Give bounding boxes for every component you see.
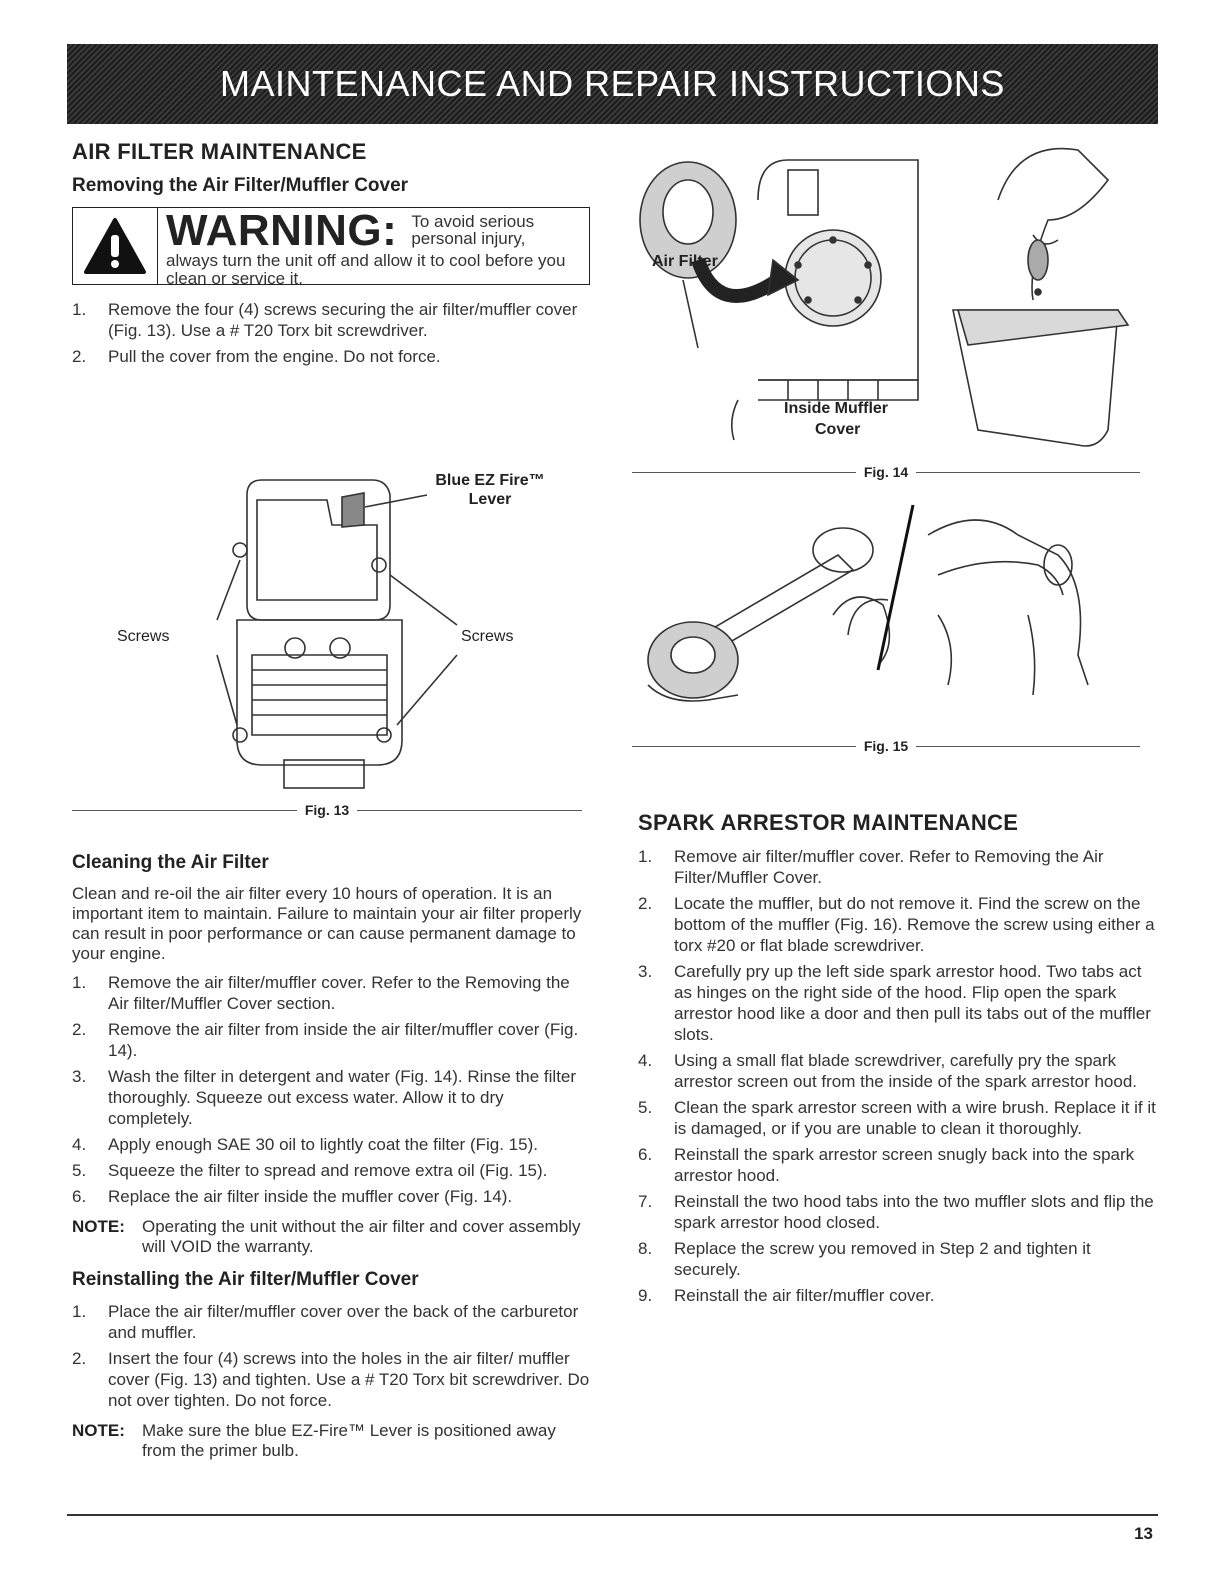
reinstalling-note: NOTE: Make sure the blue EZ-Fire™ Lever … [72, 1421, 556, 1460]
fig14-caption: Fig. 14 [632, 464, 1141, 480]
reinstalling-heading: Reinstalling the Air filter/Muffler Cove… [72, 1269, 419, 1290]
spark-steps: 1.Remove air filter/muffler cover. Refer… [638, 846, 1158, 1306]
list-item: 1.Remove the four (4) screws securing th… [72, 300, 578, 340]
cleaning-intro: Clean and re-oil the air filter every 10… [72, 884, 582, 963]
list-item: 7.Reinstall the two hood tabs into the t… [638, 1192, 1154, 1232]
list-item: 3.Carefully pry up the left side spark a… [638, 962, 1151, 1044]
list-item: 3.Wash the filter in detergent and water… [72, 1067, 577, 1128]
fig14-label-air-filter: Air Filter [652, 253, 718, 270]
warning-triangle-icon [73, 208, 158, 284]
list-item: 2.Insert the four (4) screws into the ho… [72, 1349, 590, 1410]
cleaning-note: NOTE: Operating the unit without the air… [72, 1217, 581, 1256]
fig13-illustration [72, 455, 590, 795]
right-column: SPARK ARRESTOR MAINTENANCE 1.Remove air … [638, 810, 1158, 1316]
list-item: 2.Pull the cover from the engine. Do not… [72, 347, 441, 366]
fig14-label-inside-muffler: Inside Muffler [784, 400, 889, 417]
list-item: 1.Place the air filter/muffler cover ove… [72, 1302, 579, 1342]
air-filter-heading: AIR FILTER MAINTENANCE [72, 139, 367, 164]
list-item: 6.Reinstall the spark arrestor screen sn… [638, 1145, 1135, 1185]
list-item: 4.Apply enough SAE 30 oil to lightly coa… [72, 1135, 538, 1154]
fig14-illustration [638, 140, 1158, 460]
warning-text: WARNING: To avoid serious personal injur… [158, 206, 589, 288]
list-item: 2.Remove the air filter from inside the … [72, 1020, 579, 1060]
left-column: AIR FILTER MAINTENANCE Removing the Air … [72, 139, 590, 377]
warning-side-text: To avoid serious personal injury, [411, 212, 535, 248]
page-number: 13 [1134, 1524, 1153, 1543]
list-item: 8.Replace the screw you removed in Step … [638, 1239, 1091, 1279]
reinstalling-steps: 1.Place the air filter/muffler cover ove… [72, 1301, 590, 1411]
cleaning-heading: Cleaning the Air Filter [72, 852, 269, 873]
list-item: 9.Reinstall the air filter/muffler cover… [638, 1286, 935, 1305]
section-banner: MAINTENANCE AND REPAIR INSTRUCTIONS [67, 44, 1158, 124]
warning-body: always turn the unit off and allow it to… [166, 251, 566, 288]
cleaning-steps: 1.Remove the air filter/muffler cover. R… [72, 972, 590, 1207]
banner-title: MAINTENANCE AND REPAIR INSTRUCTIONS [220, 63, 1005, 104]
removing-steps: 1.Remove the four (4) screws securing th… [72, 299, 590, 367]
fig13-label-screws-right: Screws [461, 628, 514, 645]
warning-box: WARNING: To avoid serious personal injur… [72, 206, 590, 288]
fig15-caption: Fig. 15 [632, 738, 1141, 754]
list-item: 6.Replace the air filter inside the muff… [72, 1187, 513, 1206]
list-item: 1.Remove the air filter/muffler cover. R… [72, 973, 570, 1013]
list-item: 2.Locate the muffler, but do not remove … [638, 894, 1155, 955]
list-item: 5.Clean the spark arrestor screen with a… [638, 1098, 1156, 1138]
fig15-illustration [638, 495, 1158, 735]
fig13-label-lever: Blue EZ Fire™ Lever [435, 472, 545, 508]
list-item: 4.Using a small flat blade screwdriver, … [638, 1051, 1138, 1091]
fig14-label-cover: Cover [815, 421, 861, 438]
left-column-lower: Cleaning the Air Filter Clean and re-oil… [72, 852, 590, 1471]
fig13-caption: Fig. 13 [72, 802, 583, 818]
fig13-label-screws-left: Screws [117, 628, 170, 645]
warning-word: WARNING: [166, 206, 398, 255]
spark-arrestor-heading: SPARK ARRESTOR MAINTENANCE [638, 810, 1019, 835]
list-item: 5.Squeeze the filter to spread and remov… [72, 1161, 548, 1180]
footer-rule [67, 1514, 1158, 1516]
removing-cover-heading: Removing the Air Filter/Muffler Cover [72, 175, 409, 196]
list-item: 1.Remove air filter/muffler cover. Refer… [638, 847, 1104, 887]
